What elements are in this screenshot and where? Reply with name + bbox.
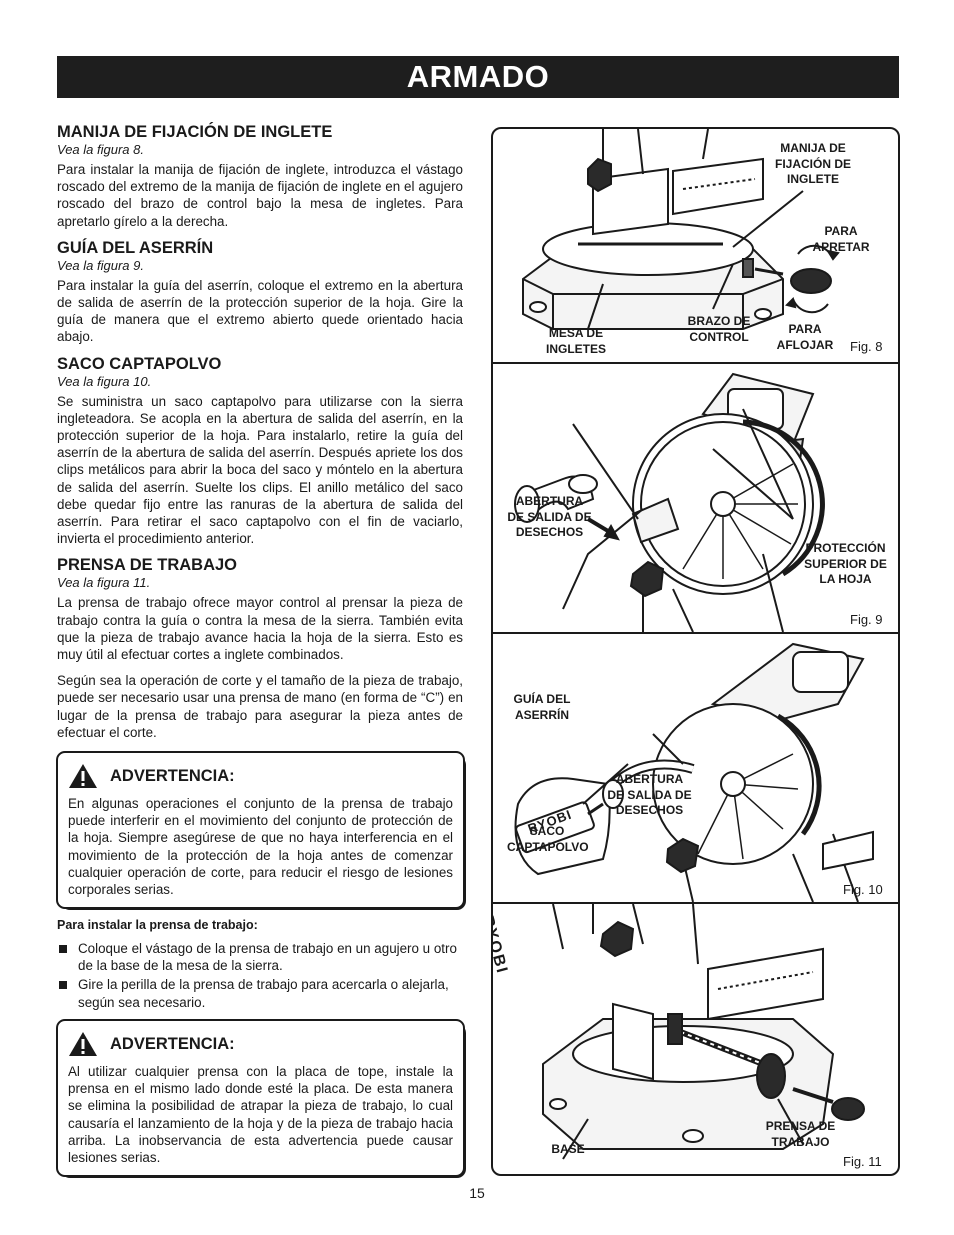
figure-8: MANIJA DE FIJACIÓN DE INGLETE PARA APRET…: [493, 129, 898, 362]
miter-saw-dust-bag-illustration: [514, 642, 874, 903]
step-text: Gire la perilla de la prensa de trabajo …: [78, 977, 449, 1010]
warning-triangle-icon: [69, 764, 97, 788]
list-item: Coloque el vástago de la prensa de traba…: [57, 940, 465, 974]
label-work-clamp: PRENSA DE TRABAJO: [765, 1119, 836, 1149]
section-heading-dust-bag: SACO CAPTAPOLVO: [57, 354, 222, 373]
label-loosen: PARA AFLOJAR: [776, 322, 834, 352]
warning-box-2: ADVERTENCIA: Al utilizar cualquier prens…: [56, 1019, 465, 1177]
warning-text: Al utilizar cualquier prensa con la plac…: [68, 1064, 453, 1166]
section-text-work-clamp-2: Según sea la operación de corte y el tam…: [57, 673, 463, 740]
page-title: ARMADO: [57, 56, 899, 98]
label-exhaust-port: ABERTURA DE SALIDA DE DESECHOS: [507, 494, 592, 539]
warning-triangle-icon: [69, 1032, 97, 1056]
step-text: Coloque el vástago de la prensa de traba…: [78, 941, 457, 974]
bullet-square-icon: [59, 945, 67, 953]
section-heading-miter-lock: MANIJA DE FIJACIÓN DE INGLETE: [57, 123, 333, 141]
label-control-arm: BRAZO DE CONTROL: [687, 314, 751, 344]
figure-11: RYOBI BASE PRENSA DE TRABAJO Fig. 11: [493, 903, 898, 1174]
install-clamp-heading: Para instalar la prensa de trabajo:: [57, 918, 258, 932]
figure-panel: MANIJA DE FIJACIÓN DE INGLETE PARA APRET…: [491, 127, 900, 1176]
section-ref-fig10: Vea la figura 10.: [57, 373, 152, 389]
figure-number: Fig. 9: [850, 612, 883, 627]
section-text-dust-guide: Para instalar la guía del aserrín, coloq…: [57, 277, 463, 345]
list-item: Gire la perilla de la prensa de trabajo …: [57, 976, 465, 1010]
warning-title: ADVERTENCIA:: [110, 1034, 235, 1053]
section-text-work-clamp-1: La prensa de trabajo ofrece mayor contro…: [57, 595, 463, 663]
section-text-dust-bag: Se suministra un saco captapolvo para ut…: [57, 393, 463, 547]
label-dust-bag: SACO CAPTAPOLVO: [507, 824, 589, 854]
section-ref-fig8: Vea la figura 8.: [57, 142, 144, 157]
label-exhaust-port: ABERTURA DE SALIDA DE DESECHOS: [607, 772, 692, 817]
left-column: MANIJA DE FIJACIÓN DE INGLETE Vea la fig…: [57, 122, 463, 741]
label-dust-guide: GUÍA DEL ASERRÍN: [513, 692, 571, 722]
figure-number: Fig. 8: [850, 339, 883, 354]
warning-box-1: ADVERTENCIA: En algunas operaciones el c…: [56, 751, 465, 909]
figure-divider: [493, 902, 898, 904]
section-heading-work-clamp: PRENSA DE TRABAJO: [57, 556, 237, 575]
figure-number: Fig. 10: [843, 882, 883, 897]
figure-9: ABERTURA DE SALIDA DE DESECHOS PROTECCIÓ…: [493, 364, 898, 722]
label-miter-lock-handle: MANIJA DE FIJACIÓN DE INGLETE: [774, 141, 851, 186]
figure-divider: [493, 362, 898, 364]
warning-text: En algunas operaciones el conjunto de la…: [68, 796, 453, 898]
miter-saw-base-illustration: [522, 129, 840, 330]
section-text-miter-lock: Para instalar la manija de fijación de i…: [57, 162, 463, 229]
page-number: 15: [469, 1185, 485, 1201]
warning-title: ADVERTENCIA:: [110, 766, 235, 785]
figure-divider: [493, 632, 898, 634]
figure-10: SACO CAPTAPOLVO ABERTURA DE SALIDA DE DE…: [493, 634, 898, 903]
miter-saw-guard-illustration: [514, 372, 825, 633]
label-base: BASE: [551, 1142, 585, 1156]
section-ref-fig9: Vea la figura 9.: [57, 257, 144, 273]
section-ref-fig11: Vea la figura 11.: [57, 575, 151, 591]
section-heading-dust-guide: GUÍA DEL ASERRÍN: [57, 238, 214, 257]
miter-saw-clamp-illustration: [542, 903, 865, 1160]
figure-number: Fig. 11: [843, 1154, 882, 1169]
label-tighten: PARA APRETAR: [812, 224, 870, 254]
install-clamp-steps: Coloque el vástago de la prensa de traba…: [57, 940, 465, 1013]
bullet-square-icon: [59, 981, 67, 990]
label-miter-table: MESA DE INGLETES: [545, 326, 606, 356]
label-upper-guard: PROTECCIÓN SUPERIOR DE LA HOJA: [804, 541, 887, 586]
